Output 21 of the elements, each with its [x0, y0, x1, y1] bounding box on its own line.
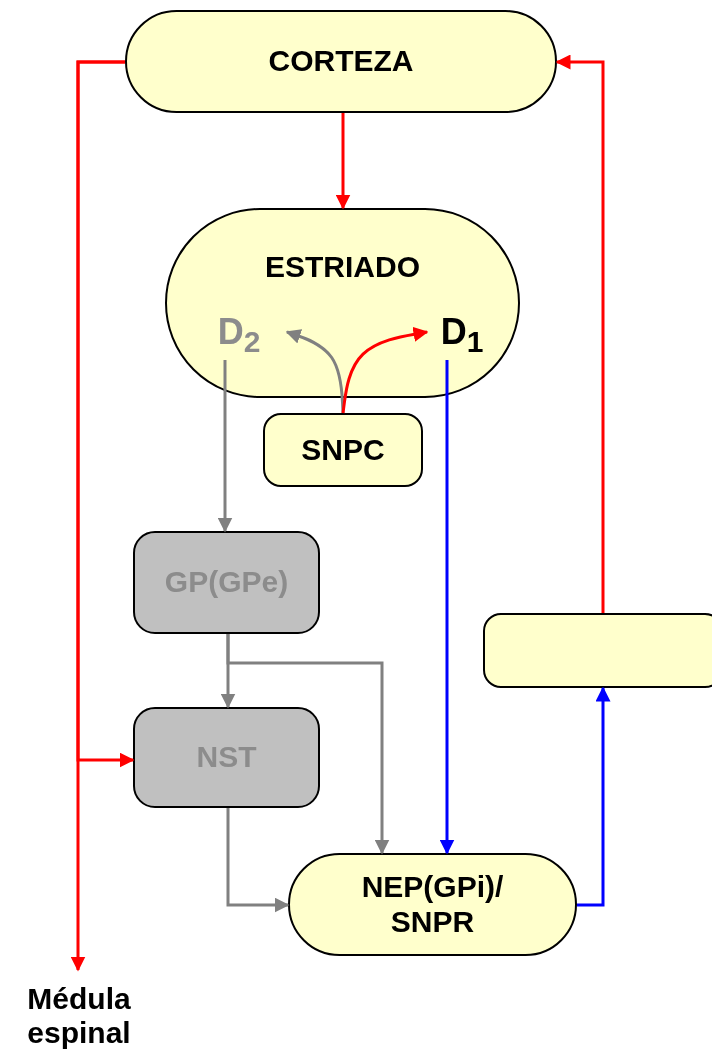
arrow — [555, 54, 605, 613]
arrow — [577, 686, 611, 907]
arrow — [226, 634, 390, 855]
node-label: CORTEZA — [268, 44, 414, 79]
arrow — [285, 329, 345, 414]
arrow — [341, 326, 429, 414]
node-label: SNPC — [301, 432, 385, 468]
arrow — [226, 808, 290, 913]
arrow — [76, 60, 135, 768]
arrow — [439, 360, 455, 855]
text-label: Médula espinal — [26, 981, 132, 1051]
process-box — [133, 531, 320, 634]
empty-box — [483, 613, 712, 688]
node-label: NEP(GPi)/ SNPR — [360, 870, 505, 939]
arrow — [217, 360, 233, 533]
process-box — [263, 413, 423, 487]
receptor-label: D$_{1}$ — [440, 310, 484, 360]
receptor-label: D$_{2}$ — [217, 310, 261, 360]
process-box — [133, 707, 320, 808]
node-label: ESTRIADO — [265, 250, 420, 285]
arrow — [335, 113, 351, 210]
